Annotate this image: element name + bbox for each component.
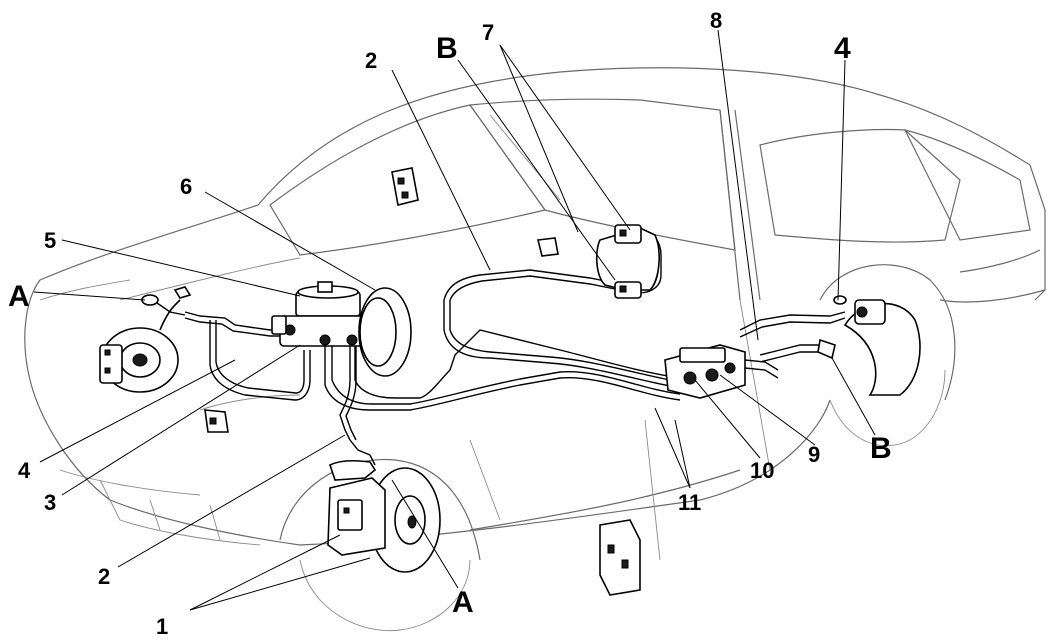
callout-7: 7 [482,20,494,45]
callout-10: 10 [750,458,774,483]
callout-6: 6 [180,174,192,199]
pipe-clip-lower [599,419,661,596]
brake-pressure-regulator [664,344,779,399]
leader-lines [33,29,876,611]
callout-B-top: B [436,32,458,65]
callout-labels: A 5 6 4 3 2 1 A 2 B 7 8 4 B 9 10 11 [8,8,892,639]
callout-A-bottom: A [452,586,474,619]
callout-5: 5 [44,228,56,253]
callout-8: 8 [710,8,722,33]
rear-right-brake-assembly [817,295,921,396]
callout-11: 11 [678,490,701,515]
callout-2-top: 2 [365,48,377,73]
front-right-brake-assembly [327,459,441,573]
front-left-brake-assembly [99,286,192,393]
brake-pipes [184,229,846,466]
callout-2-bottom: 2 [98,564,110,589]
pipe-clip-upper [391,167,419,206]
callout-B-right: B [870,432,892,465]
callout-4-left: 4 [18,458,31,483]
brake-booster [358,287,412,377]
callout-4-right: 4 [834,32,851,65]
mounting-clip-front [204,409,229,433]
car-body-outline [24,67,1046,632]
callout-9: 9 [808,442,820,467]
callout-3: 3 [44,490,56,515]
callout-1: 1 [156,614,168,639]
master-cylinder [271,281,371,347]
rear-left-brake-assembly [537,224,660,299]
callout-A-left: A [8,280,30,313]
